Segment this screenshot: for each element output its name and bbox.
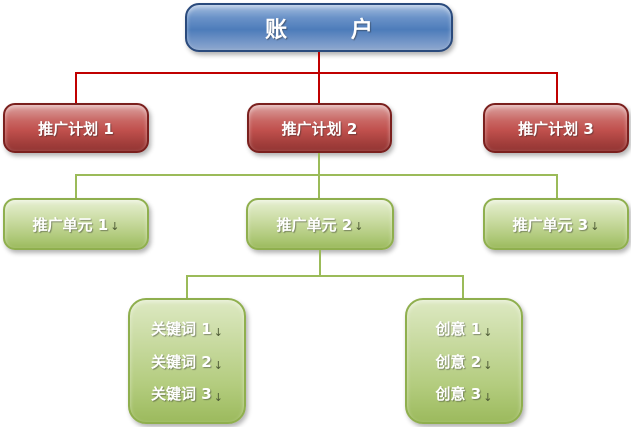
unit-node-3: 推广单元 3 ↓: [483, 198, 629, 250]
connector-leaves-rail: [186, 275, 464, 277]
keyword-label-2: 关键词 2: [151, 352, 212, 371]
plan-label-2: 推广计划 2: [281, 119, 358, 138]
creative-item-3: 创意 3 ↓: [436, 383, 493, 404]
keyword-item-3: 关键词 3 ↓: [151, 383, 223, 404]
line-break-mark: ↓: [483, 358, 493, 372]
connector-creatives-drop: [462, 275, 464, 299]
creative-label-1: 创意 1: [435, 319, 482, 338]
creatives-node: 创意 1 ↓ 创意 2 ↓ 创意 3 ↓: [405, 298, 523, 424]
creative-label-2: 创意 2: [435, 352, 482, 371]
connector-plan2-stem: [318, 153, 320, 175]
unit-node-1: 推广单元 1 ↓: [3, 198, 149, 250]
unit-node-2: 推广单元 2 ↓: [246, 198, 394, 250]
unit-label-3: 推广单元 3: [512, 215, 589, 234]
creative-item-2: 创意 2 ↓: [436, 351, 493, 372]
creative-label-3: 创意 3: [435, 385, 482, 404]
plan-label-1: 推广计划 1: [38, 119, 114, 138]
keyword-item-1: 关键词 1 ↓: [151, 318, 223, 339]
connector-plans-rail: [75, 72, 558, 74]
line-break-mark: ↓: [110, 219, 120, 233]
connector-unit2-drop: [318, 174, 320, 199]
line-break-mark: ↓: [213, 325, 223, 339]
line-break-mark: ↓: [483, 325, 493, 339]
unit-label-1: 推广单元 1: [32, 215, 109, 234]
keyword-label-3: 关键词 3: [151, 385, 212, 404]
connector-plan2-drop: [318, 72, 320, 103]
plan-label-3: 推广计划 3: [518, 119, 594, 138]
line-break-mark: ↓: [354, 219, 364, 233]
connector-plan3-drop: [556, 72, 558, 103]
connector-units-rail: [75, 174, 558, 176]
connector-unit2-stem: [319, 250, 321, 276]
account-label: 账 户: [265, 17, 373, 43]
plan-node-1: 推广计划 1: [3, 103, 149, 153]
connector-root-stem: [318, 52, 320, 73]
connector-plan1-drop: [75, 72, 77, 103]
connector-keywords-drop: [186, 275, 188, 299]
line-break-mark: ↓: [213, 358, 223, 372]
connector-unit1-drop: [75, 174, 77, 199]
keyword-label-1: 关键词 1: [151, 319, 212, 338]
line-break-mark: ↓: [483, 391, 493, 405]
plan-node-3: 推广计划 3: [483, 103, 629, 153]
unit-label-2: 推广单元 2: [276, 215, 353, 234]
connector-unit3-drop: [556, 174, 558, 199]
keywords-node: 关键词 1 ↓ 关键词 2 ↓ 关键词 3 ↓: [128, 298, 246, 424]
creative-item-1: 创意 1 ↓: [436, 318, 493, 339]
plan-node-2: 推广计划 2: [247, 103, 392, 153]
line-break-mark: ↓: [590, 219, 600, 233]
line-break-mark: ↓: [213, 391, 223, 405]
account-node: 账 户: [185, 3, 453, 52]
keyword-item-2: 关键词 2 ↓: [151, 351, 223, 372]
